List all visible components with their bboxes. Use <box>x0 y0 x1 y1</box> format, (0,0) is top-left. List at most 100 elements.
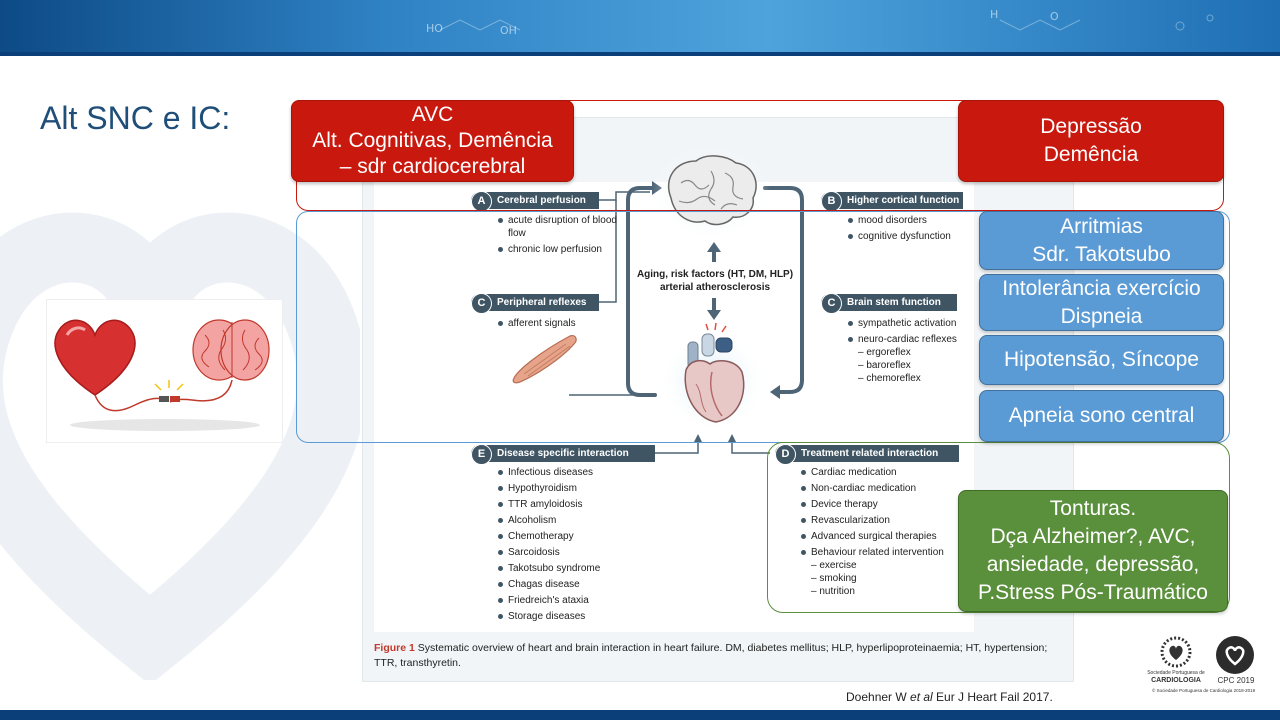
sub-list-item: – chemoreflex <box>858 373 921 384</box>
depressao-line-1: Depressão <box>1040 115 1142 138</box>
copyright-text: © Sociedade Portuguesa de Cardiologia 20… <box>1152 688 1256 693</box>
center-text-line-1: Aging, risk factors (HT, DM, HLP) <box>636 269 794 280</box>
avc-box: AVC Alt. Cognitivas, Demência – sdr card… <box>291 100 574 182</box>
tonturas-line-4: P.Stress Pós-Traumático <box>978 581 1208 604</box>
section-c-left-title: Peripheral reflexes <box>497 297 587 308</box>
list-item: Storage diseases <box>497 610 637 623</box>
brain-icon <box>651 145 771 241</box>
section-c-right-title: Brain stem function <box>847 297 941 308</box>
depressao-line-2: Demência <box>1043 143 1139 166</box>
sub-list-item: – nutrition <box>811 586 855 597</box>
apneia-line-1: Apneia sono central <box>1008 404 1195 427</box>
list-item: Device therapy <box>800 498 960 511</box>
list-item: neuro-cardiac reflexes <box>847 333 977 346</box>
banner-decor-4: O <box>1050 10 1059 23</box>
list-item: Chagas disease <box>497 578 637 591</box>
section-c-right-list: sympathetic activation neuro-cardiac ref… <box>847 317 977 385</box>
tonturas-box: Tonturas. Dça Alzheimer?, AVC, ansiedade… <box>958 490 1228 612</box>
section-a-header: A Cerebral perfusion <box>471 191 599 212</box>
figure-caption: Figure 1 Systematic overview of heart an… <box>374 641 1064 671</box>
avc-line-2: Alt. Cognitivas, Demência <box>312 129 553 152</box>
avc-line-3: – sdr cardiocerebral <box>339 155 526 178</box>
section-b-letter: B <box>821 191 842 212</box>
list-item: TTR amyloidosis <box>497 498 637 511</box>
spc-logo-icon <box>1160 636 1192 668</box>
cpc-logo-icon <box>1216 636 1254 674</box>
banner-molecule-decor <box>439 14 1214 31</box>
section-d-letter: D <box>775 444 796 465</box>
section-a-title: Cerebral perfusion <box>497 195 586 206</box>
caption-label: Figure 1 <box>374 642 415 654</box>
arritmias-box: Arritmias Sdr. Takotsubo <box>979 211 1224 270</box>
list-item: Behaviour related intervention <box>800 546 960 559</box>
list-item: mood disorders <box>847 214 977 227</box>
hipotensao-box: Hipotensão, Síncope <box>979 335 1224 385</box>
banner-decor-2: OH <box>500 24 517 37</box>
list-item: Cardiac medication <box>800 466 960 479</box>
list-item: Advanced surgical therapies <box>800 530 960 543</box>
sub-list-item: – baroreflex <box>858 360 911 371</box>
section-e-list: Infectious diseases Hypothyroidism TTR a… <box>497 466 637 626</box>
section-e-letter: E <box>471 444 492 465</box>
section-b-list: mood disorders cognitive dysfunction <box>847 214 977 246</box>
depressao-box: Depressão Demência <box>958 100 1224 182</box>
list-item: Hypothyroidism <box>497 482 637 495</box>
section-c-left-header: C Peripheral reflexes <box>471 293 599 314</box>
section-c-left-letter: C <box>471 293 492 314</box>
tonturas-line-3: ansiedade, depressão, <box>986 553 1200 576</box>
list-item: Infectious diseases <box>497 466 637 479</box>
caption-text: Systematic overview of heart and brain i… <box>374 642 1048 669</box>
spc-logo-line-2: CARDIOLOGIA <box>1151 677 1201 684</box>
list-item: Friedreich's ataxia <box>497 594 637 607</box>
sub-list-item: – smoking <box>811 573 857 584</box>
list-item: Non-cardiac medication <box>800 482 960 495</box>
section-d-list: Cardiac medication Non-cardiac medicatio… <box>800 466 960 598</box>
center-text-line-2: arterial atherosclerosis <box>659 282 771 293</box>
slide-title: Alt SNC e IC: <box>40 100 231 136</box>
section-b-title: Higher cortical function <box>847 195 960 206</box>
cpc-logo-label: CPC 2019 <box>1217 676 1255 685</box>
section-e-header: E Disease specific interaction <box>471 444 655 465</box>
sub-list-item: – ergoreflex <box>858 347 911 358</box>
center-risk-text: Aging, risk factors (HT, DM, HLP) arteri… <box>630 268 800 294</box>
list-item: Sarcoidosis <box>497 546 637 559</box>
avc-line-1: AVC <box>411 103 454 126</box>
list-item: Takotsubo syndrome <box>497 562 637 575</box>
hipotensao-line-1: Hipotensão, Síncope <box>1004 348 1199 371</box>
citation-prefix: Doehner W <box>846 690 911 704</box>
tonturas-line-2: Dça Alzheimer?, AVC, <box>990 525 1196 548</box>
list-item: cognitive dysfunction <box>847 230 977 243</box>
arritmias-line-1: Arritmias <box>1060 214 1143 238</box>
sub-list-item: – exercise <box>811 560 857 571</box>
muscle-icon <box>512 335 577 384</box>
citation: Doehner W et al Eur J Heart Fail 2017. <box>846 690 1053 704</box>
list-item: chronic low perfusion <box>497 243 617 256</box>
banner-decor-1: HO <box>426 22 443 35</box>
intolerancia-line-1: Intolerância exercício <box>1002 276 1201 300</box>
section-d-header: D Treatment related interaction <box>775 444 959 465</box>
banner-underline <box>0 52 1280 56</box>
list-item: Chemotherapy <box>497 530 637 543</box>
header-banner: HO OH H O <box>0 0 1280 52</box>
apneia-box: Apneia sono central <box>979 390 1224 442</box>
list-item: afferent signals <box>497 317 607 330</box>
intolerancia-line-2: Dispneia <box>1060 304 1143 328</box>
citation-suffix: Eur J Heart Fail 2017. <box>932 690 1053 704</box>
heart-anatomy-icon <box>658 322 768 432</box>
heart-brain-plug-icon <box>54 319 270 431</box>
list-item: Revascularization <box>800 514 960 527</box>
spc-logo-line-1: Sociedade Portuguesa de <box>1147 670 1205 676</box>
list-item: acute disruption of blood flow <box>497 214 617 240</box>
list-item: Alcoholism <box>497 514 637 527</box>
section-a-letter: A <box>471 191 492 212</box>
section-a-list: acute disruption of blood flow chronic l… <box>497 214 617 259</box>
section-e-title: Disease specific interaction <box>497 448 629 459</box>
section-b-header: B Higher cortical function <box>821 191 963 212</box>
arritmias-line-2: Sdr. Takotsubo <box>1032 242 1171 266</box>
tonturas-line-1: Tonturas. <box>1049 497 1137 520</box>
banner-decor-3: H <box>990 8 999 21</box>
heart-brain-illustration <box>46 299 283 443</box>
intolerancia-box: Intolerância exercício Dispneia <box>979 274 1224 331</box>
footer-bar <box>0 710 1280 720</box>
section-c-right-header: C Brain stem function <box>821 293 957 314</box>
